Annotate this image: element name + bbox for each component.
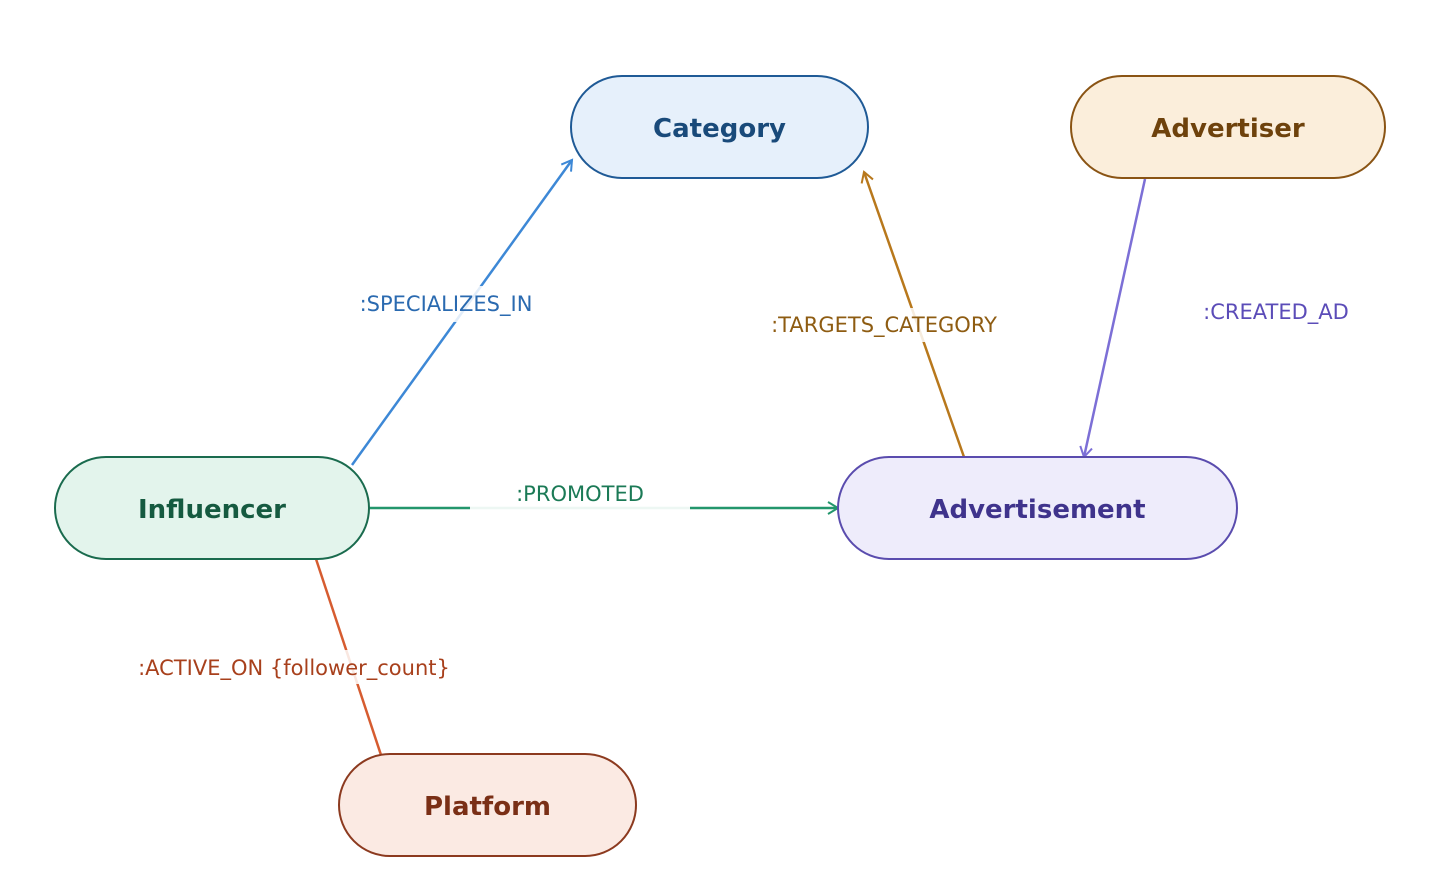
- targets-label-background: [765, 308, 1005, 342]
- node-advertisement[interactable]: Advertisement: [837, 456, 1238, 560]
- node-label-influencer: Influencer: [138, 495, 286, 525]
- edge-label-active-on: :ACTIVE_ON {follower_count}: [138, 656, 450, 681]
- node-advertiser[interactable]: Advertiser: [1070, 75, 1386, 179]
- edge-label-created-ad: :CREATED_AD: [1203, 300, 1349, 325]
- active-on-label-background: [134, 650, 456, 684]
- node-influencer[interactable]: Influencer: [54, 456, 370, 560]
- node-label-platform: Platform: [424, 792, 551, 822]
- node-label-advertiser: Advertiser: [1151, 114, 1305, 144]
- node-platform[interactable]: Platform: [338, 753, 637, 857]
- edge-label-promoted: :PROMOTED: [516, 482, 644, 506]
- edge-created-ad: [1079, 178, 1147, 459]
- node-category[interactable]: Category: [570, 75, 869, 179]
- node-label-category: Category: [653, 114, 786, 144]
- specializes-label-background: [355, 286, 540, 322]
- edge-label-targets-category: :TARGETS_CATEGORY: [771, 313, 997, 338]
- node-label-advertisement: Advertisement: [929, 495, 1145, 525]
- edge-label-specializes-in: :SPECIALIZES_IN: [360, 292, 533, 317]
- promoted-label-background: [470, 482, 690, 512]
